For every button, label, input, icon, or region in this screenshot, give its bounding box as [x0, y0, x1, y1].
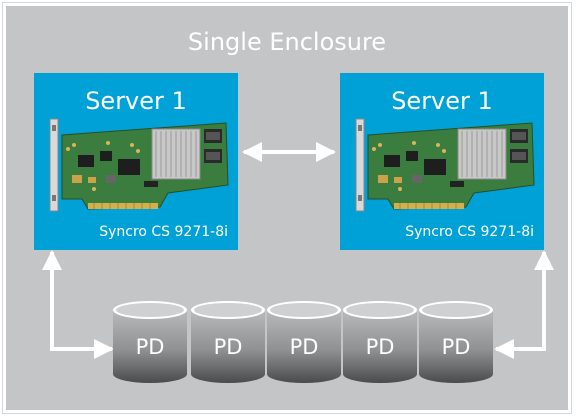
disk-cylinder-icon	[191, 301, 265, 383]
server-title: Server 1	[391, 87, 493, 115]
physical-disk: PD	[342, 300, 418, 384]
enclosure-title: Single Enclosure	[187, 28, 387, 56]
server-right: Server 1	[340, 73, 544, 250]
physical-disk: PD	[112, 300, 188, 384]
server-title: Server 1	[85, 87, 187, 115]
raid-controller-card-icon	[49, 118, 229, 212]
physical-disk: PD	[190, 300, 266, 384]
disk-label: PD	[213, 335, 243, 359]
physical-disk: PD	[418, 300, 494, 384]
server-left: Server 1	[34, 73, 238, 250]
raid-controller-card-icon	[355, 118, 535, 212]
disk-cylinder-icon	[267, 301, 341, 383]
card-label: Syncro CS 9271-8i	[405, 224, 534, 240]
disk-label: PD	[365, 335, 395, 359]
disk-label: PD	[135, 335, 165, 359]
disk-cylinder-icon	[113, 301, 187, 383]
card-label: Syncro CS 9271-8i	[99, 224, 228, 240]
disk-cylinder-icon	[419, 301, 493, 383]
disk-label: PD	[289, 335, 319, 359]
physical-disk: PD	[266, 300, 342, 384]
disk-cylinder-icon	[343, 301, 417, 383]
disk-label: PD	[441, 335, 471, 359]
